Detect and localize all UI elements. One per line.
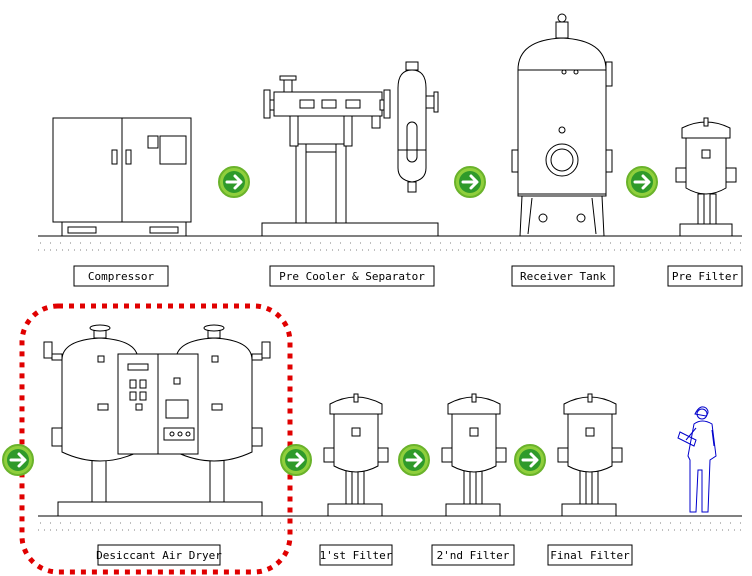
- flow-arrow-5: [280, 444, 312, 476]
- flow-arrow-2: [454, 166, 486, 198]
- receiver-tank-unit: [511, 13, 613, 237]
- label-filter-2: 2'nd Filter: [431, 544, 515, 566]
- label-filter-final: Final Filter: [547, 544, 633, 566]
- svg-text:Final Filter: Final Filter: [550, 549, 630, 562]
- first-filter-unit: [323, 393, 389, 517]
- svg-text:1'st Filter: 1'st Filter: [320, 549, 393, 562]
- compressor-unit: [52, 117, 192, 237]
- ground-row-2: [38, 515, 742, 531]
- desiccant-air-dryer-unit: [43, 324, 271, 517]
- flow-arrow-1: [218, 166, 250, 198]
- flow-arrow-4: [2, 444, 34, 476]
- label-prefilter: Pre Filter: [667, 265, 743, 287]
- label-dryer: Desiccant Air Dryer: [96, 544, 222, 566]
- svg-text:Pre Cooler & Separator: Pre Cooler & Separator: [279, 270, 425, 283]
- operator-person-icon: [677, 406, 717, 513]
- svg-text:Pre Filter: Pre Filter: [672, 270, 739, 283]
- flow-arrow-3: [626, 166, 658, 198]
- svg-text:Desiccant Air Dryer: Desiccant Air Dryer: [96, 549, 222, 562]
- pre-cooler-separator-unit: [261, 61, 439, 237]
- flow-arrow-6: [398, 444, 430, 476]
- svg-text:2'nd Filter: 2'nd Filter: [437, 549, 510, 562]
- label-filter-1: 1'st Filter: [319, 544, 393, 566]
- label-precooler: Pre Cooler & Separator: [269, 265, 435, 287]
- label-receiver: Receiver Tank: [511, 265, 615, 287]
- ground-row-1: [38, 235, 742, 251]
- svg-text:Receiver Tank: Receiver Tank: [520, 270, 606, 283]
- svg-text:Compressor: Compressor: [88, 270, 155, 283]
- flow-arrow-7: [514, 444, 546, 476]
- pre-filter-unit: [675, 117, 737, 237]
- second-filter-unit: [441, 393, 507, 517]
- label-compressor: Compressor: [73, 265, 169, 287]
- final-filter-unit: [557, 393, 623, 517]
